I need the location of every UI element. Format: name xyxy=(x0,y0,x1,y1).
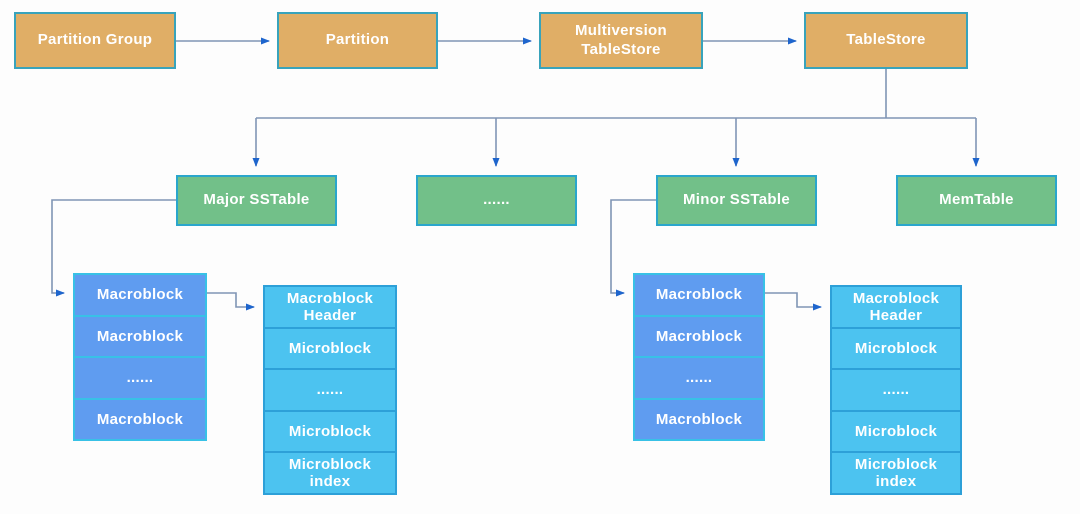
major-microblock-stack: Macroblock Header Microblock ...... Micr… xyxy=(263,285,397,495)
stack-cell: Macroblock xyxy=(635,397,763,440)
node-partition: Partition xyxy=(277,12,438,69)
stack-cell: Microblock xyxy=(265,326,395,369)
stack-cell: Macroblock xyxy=(96,286,184,304)
stack-cell: ...... xyxy=(635,356,763,398)
node-memtable: MemTable xyxy=(896,175,1057,226)
stack-cell: Macroblock Header xyxy=(286,289,374,324)
node-major-sstable: Major SSTable xyxy=(176,175,337,226)
connector-tablestore-trunk xyxy=(256,69,976,119)
stack-cell: Macroblock xyxy=(635,314,763,357)
stack-cell: Microblock xyxy=(832,409,960,452)
connector-major-sstable-to-macroblocks xyxy=(51,199,176,297)
stack-cell: ...... xyxy=(75,356,205,398)
stack-cell: Microblock index xyxy=(832,451,960,493)
stack-cell: Macroblock xyxy=(75,397,205,440)
node-partition-group: Partition Group xyxy=(14,12,176,69)
stack-cell: ...... xyxy=(832,368,960,410)
stack-cell: Macroblock xyxy=(655,286,743,304)
minor-microblock-stack: Macroblock Header Microblock ...... Micr… xyxy=(830,285,962,495)
node-minor-sstable: Minor SSTable xyxy=(656,175,817,226)
connector-macroblock-to-microblocks-left xyxy=(207,292,255,311)
connector-minor-sstable-to-macroblocks xyxy=(610,199,656,297)
stack-cell: Macroblock xyxy=(75,314,205,357)
minor-macroblock-stack: Macroblock Macroblock ...... Macroblock xyxy=(633,273,765,441)
stack-cell: ...... xyxy=(265,368,395,410)
major-macroblock-stack: Macroblock Macroblock ...... Macroblock xyxy=(73,273,207,441)
stack-cell: Macroblock Header xyxy=(852,289,940,324)
node-multiversion-tablestore: Multiversion TableStore xyxy=(539,12,703,69)
node-sstable-ellipsis: ...... xyxy=(416,175,577,226)
connector-macroblock-to-microblocks-right xyxy=(765,292,822,311)
stack-cell: Microblock xyxy=(832,326,960,369)
stack-cell: Microblock xyxy=(265,409,395,452)
node-tablestore: TableStore xyxy=(804,12,968,69)
stack-cell: Microblock index xyxy=(265,451,395,493)
